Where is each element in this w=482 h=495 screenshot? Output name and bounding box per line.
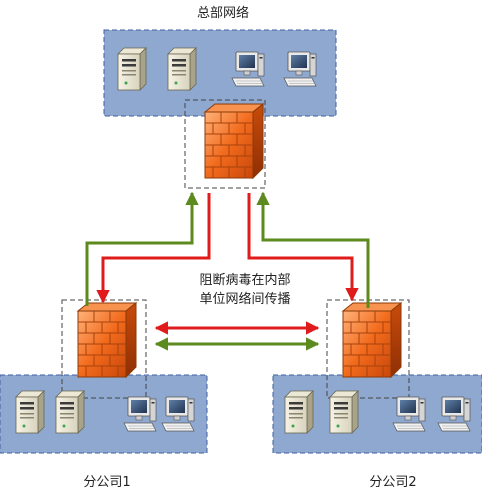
green-arrow-branch1-to-hq — [85, 191, 199, 306]
annotation-line-1: 阻断病毒在内部 — [199, 272, 290, 288]
branch1-firewall-icon — [77, 302, 137, 378]
branch1-label: 分公司1 — [83, 475, 130, 490]
hq-firewall-icon — [204, 103, 264, 179]
branch1-workstation-2-icon — [161, 396, 195, 432]
branch2-server-1-icon — [284, 390, 314, 434]
annotation-line-2: 单位网络间传播 — [199, 291, 290, 307]
hq-firewall-box — [184, 99, 266, 189]
branch2-workstation-2-icon — [437, 396, 471, 432]
hq-server-2-icon — [167, 47, 197, 91]
branch1-server-1-icon — [15, 390, 45, 434]
red-arrow-hq-to-branch1 — [96, 193, 211, 304]
hq-workstation-2-icon — [283, 51, 317, 87]
red-arrow-hq-to-branch2 — [247, 193, 359, 302]
branch2-firewall-icon — [342, 302, 402, 378]
hq-server-1-icon — [117, 47, 147, 91]
branch1-server-2-icon — [55, 390, 85, 434]
branch2-workstation-1-icon — [392, 396, 426, 432]
branch2-label: 分公司2 — [369, 475, 416, 490]
branch1-workstation-1-icon — [123, 396, 157, 432]
green-arrow-branch2-to-hq — [256, 191, 370, 308]
branch2-server-2-icon — [329, 390, 359, 434]
hq-workstation-1-icon — [231, 51, 265, 87]
hq-network-title: 总部网络 — [197, 5, 249, 21]
